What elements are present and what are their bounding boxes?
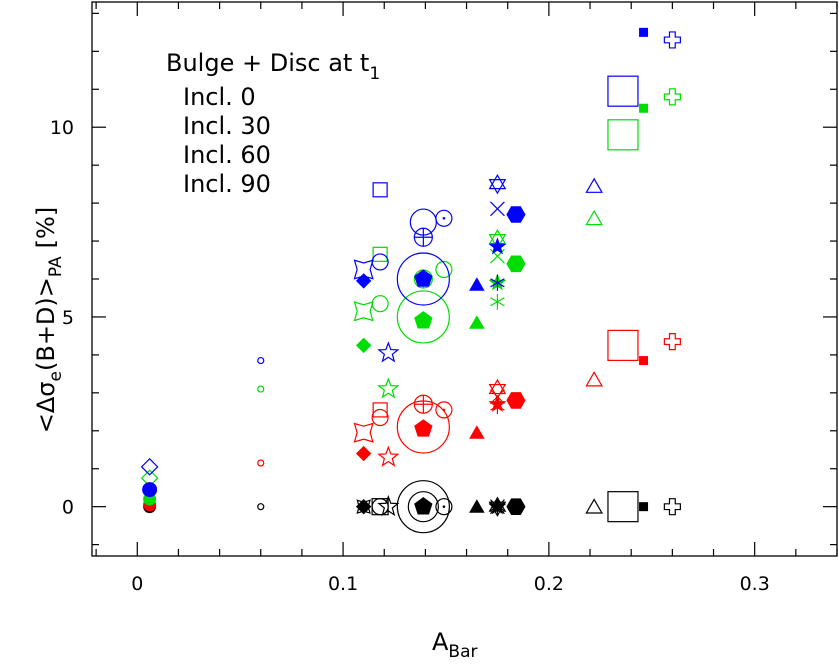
data-point: [506, 392, 526, 409]
data-point: [639, 502, 649, 512]
x-tick-label: 0.1: [328, 573, 358, 595]
data-point: [435, 209, 453, 227]
data-point: [488, 378, 507, 400]
data-point: [372, 182, 388, 198]
data-point: [506, 498, 526, 515]
data-point: [506, 255, 526, 273]
data-point: [414, 311, 433, 329]
y-tick-label: 10: [50, 117, 74, 139]
data-point: [663, 498, 681, 516]
data-point: [355, 445, 372, 462]
y-axis-label: <Δσe(B+D)>PA [%]: [32, 207, 66, 433]
data-point: [414, 269, 433, 287]
data-point: [371, 253, 389, 271]
data-point: [140, 457, 159, 476]
legend-entry-incl-30: Incl. 30: [183, 112, 271, 140]
data-point: [435, 498, 453, 516]
data-point: [372, 402, 388, 418]
data-point: [469, 277, 485, 291]
data-point: [353, 301, 374, 322]
data-point: [396, 252, 450, 306]
data-point: [488, 173, 507, 195]
x-axis-label-sub: Bar: [448, 642, 477, 662]
axis-ticks: [92, 2, 838, 556]
y-axis-label-unit: [%]: [32, 207, 60, 249]
legend: Bulge + Disc at t1 Incl. 0 Incl. 30 Incl…: [166, 49, 380, 198]
data-point: [435, 260, 453, 279]
data-point: [488, 237, 507, 255]
data-point: [585, 498, 603, 514]
data-point: [639, 356, 649, 366]
legend-title: Bulge + Disc at t1: [166, 49, 380, 84]
x-axis-label: ABar: [432, 628, 478, 662]
x-axis-label-main: A: [432, 628, 449, 656]
data-point: [396, 480, 450, 534]
y-axis-label-open: <Δσ: [32, 381, 60, 433]
data-point: [377, 494, 400, 517]
data-point: [607, 329, 639, 362]
data-point: [607, 75, 639, 107]
data-point: [413, 227, 433, 247]
data-point: [355, 337, 372, 354]
data-point: [607, 119, 639, 151]
data-point: [355, 273, 372, 289]
y-axis-label-sub-pa: PA: [46, 256, 66, 277]
data-point: [585, 371, 603, 387]
data-point: [377, 445, 400, 467]
data-point: [469, 315, 485, 329]
legend-entry-incl-0: Incl. 0: [183, 83, 256, 111]
data-point: [663, 333, 681, 351]
data-point: [488, 394, 507, 412]
x-tick-label: 0.3: [740, 573, 770, 595]
x-tick-label: 0: [131, 573, 143, 595]
data-point: [396, 290, 450, 344]
data-point: [257, 503, 265, 511]
y-tick-label: 5: [62, 307, 74, 329]
data-point: [377, 377, 400, 399]
data-point: [257, 356, 265, 365]
data-point: [469, 425, 485, 439]
legend-entry-incl-60: Incl. 60: [183, 141, 271, 169]
x-tick-label: 0.2: [534, 573, 564, 595]
data-point: [142, 482, 158, 498]
data-point: [353, 259, 374, 280]
data-point: [490, 293, 505, 310]
legend-title-sub: 1: [369, 64, 380, 84]
legend-entry-incl-90: Incl. 90: [183, 170, 271, 198]
data-point: [355, 498, 372, 515]
data-point: [639, 103, 649, 113]
data-point: [414, 419, 433, 437]
data-point: [371, 408, 389, 427]
data-point: [377, 341, 400, 363]
data-point: [257, 385, 265, 393]
data-point: [413, 394, 433, 414]
data-point: [585, 177, 603, 193]
data-point: [490, 248, 505, 264]
data-point: [663, 31, 681, 49]
data-point: [435, 401, 453, 419]
data-point: [585, 209, 603, 226]
tick-labels: 0 0.1 0.2 0.3 0 5 10: [50, 117, 770, 595]
y-tick-label: 0: [62, 497, 74, 519]
data-point: [607, 491, 639, 523]
data-point: [490, 201, 505, 217]
data-point: [414, 497, 433, 515]
data-point: [506, 206, 526, 223]
data-point: [371, 498, 389, 516]
y-axis-label-sub-e: e: [46, 371, 66, 381]
data-markers: [140, 27, 681, 534]
legend-title-main: Bulge + Disc at t: [166, 49, 369, 77]
y-axis-label-mid: (B+D)>: [32, 277, 60, 371]
data-point: [488, 497, 507, 515]
data-point: [490, 274, 505, 291]
data-point: [469, 499, 485, 513]
data-point: [663, 88, 681, 106]
data-point: [353, 422, 374, 443]
data-point: [257, 459, 265, 467]
data-point: [407, 491, 439, 523]
data-point: [371, 295, 389, 313]
data-point: [372, 246, 388, 262]
data-point: [639, 27, 649, 37]
